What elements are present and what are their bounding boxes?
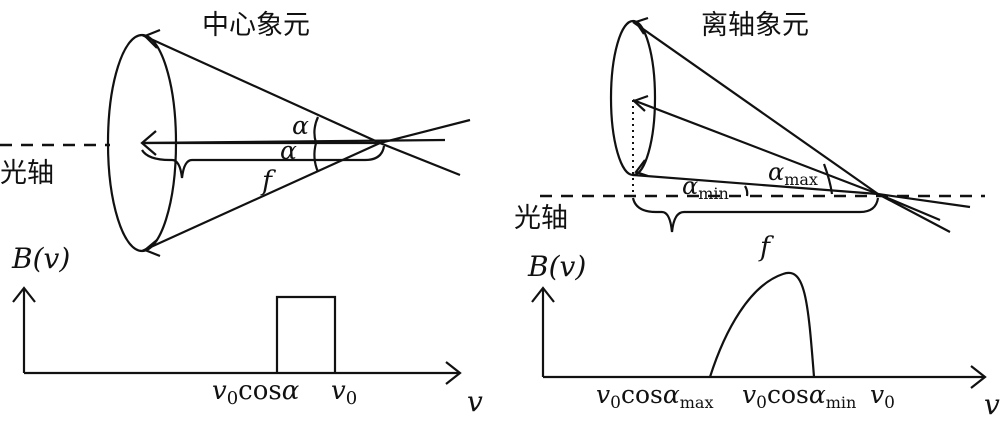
left-cone-extend-down — [379, 141, 461, 177]
right-x-arrow — [970, 365, 987, 389]
right-central-ray — [632, 98, 879, 196]
right-distribution-curve — [708, 271, 816, 378]
left-title: 中心象元 — [202, 10, 310, 41]
left-angle-arc-upper — [313, 116, 320, 144]
left-angle-arc-lower — [313, 142, 320, 173]
right-tick2: v0cosαmin — [742, 380, 856, 413]
right-angle-min: αmin — [682, 172, 729, 203]
right-tick3: v0 — [870, 380, 895, 413]
right-focal-brace — [631, 197, 880, 233]
left-graph-ylabel: B(v) — [11, 242, 70, 275]
left-rect-pulse — [275, 295, 337, 373]
right-angle-arc-min — [744, 185, 749, 197]
left-x-arrow — [445, 361, 462, 385]
left-graph: B(v) v0cosα v0 v — [11, 242, 483, 418]
right-extend-1 — [877, 193, 951, 233]
left-cone-extend-up — [379, 118, 471, 145]
right-graph: B(v) v0cosαmax v0cosαmin v0 v — [527, 250, 1000, 421]
left-panel: 中心象元 光轴 α α f — [0, 10, 471, 258]
left-graph-xlabel: v — [467, 385, 483, 418]
right-title: 离轴象元 — [701, 10, 809, 41]
right-axis-label: 光轴 — [514, 203, 568, 234]
left-y-arrow — [12, 286, 36, 303]
right-cone-top — [632, 21, 879, 195]
right-angle-max: αmax — [768, 158, 818, 189]
right-lens-top-arrow — [634, 16, 649, 35]
right-tick1: v0cosαmax — [596, 380, 713, 413]
left-angle-upper: α — [292, 111, 309, 140]
right-extend-3 — [877, 192, 941, 222]
right-extend-2 — [877, 192, 971, 209]
right-lens-bottom-arrow — [634, 159, 649, 178]
right-angle-arc-max — [822, 163, 834, 195]
left-tick1: v0cosα — [212, 376, 300, 409]
left-tick2: v0 — [331, 376, 357, 409]
right-lens-ellipse — [609, 19, 657, 177]
right-y-arrow — [531, 286, 555, 303]
left-focal-brace — [141, 145, 386, 179]
left-angle-lower: α — [280, 136, 297, 165]
right-panel: 离轴象元 光轴 αmin αmax f — [514, 10, 985, 263]
right-graph-xlabel: v — [984, 388, 1000, 421]
left-axis-label: 光轴 — [0, 158, 54, 189]
left-cone-top-line — [141, 33, 381, 145]
right-cone-bottom — [632, 173, 879, 196]
right-focal-label: f — [758, 232, 774, 263]
right-graph-ylabel: B(v) — [527, 250, 586, 283]
